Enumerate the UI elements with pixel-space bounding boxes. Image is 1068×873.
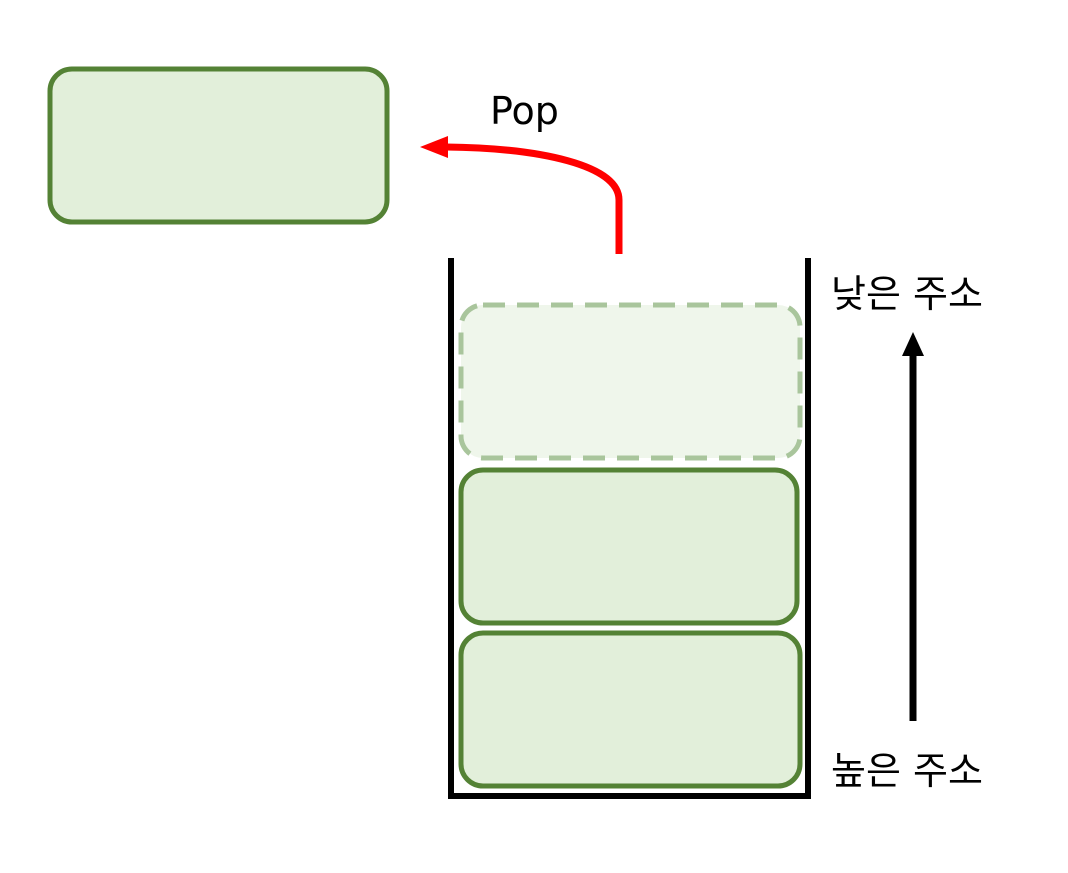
pop-arrow-icon [420,136,623,254]
high-address-label: 높은 주소 [831,749,983,793]
address-direction-arrow-icon [902,332,924,721]
stack-element-block [458,630,803,789]
pop-label: Pop [490,89,559,133]
low-address-label: 낮은 주소 [831,272,983,316]
popped-element-block [47,66,390,225]
stack-container [448,258,811,799]
stack-element-block [458,467,800,626]
popped-slot-ghost-block [458,302,803,461]
